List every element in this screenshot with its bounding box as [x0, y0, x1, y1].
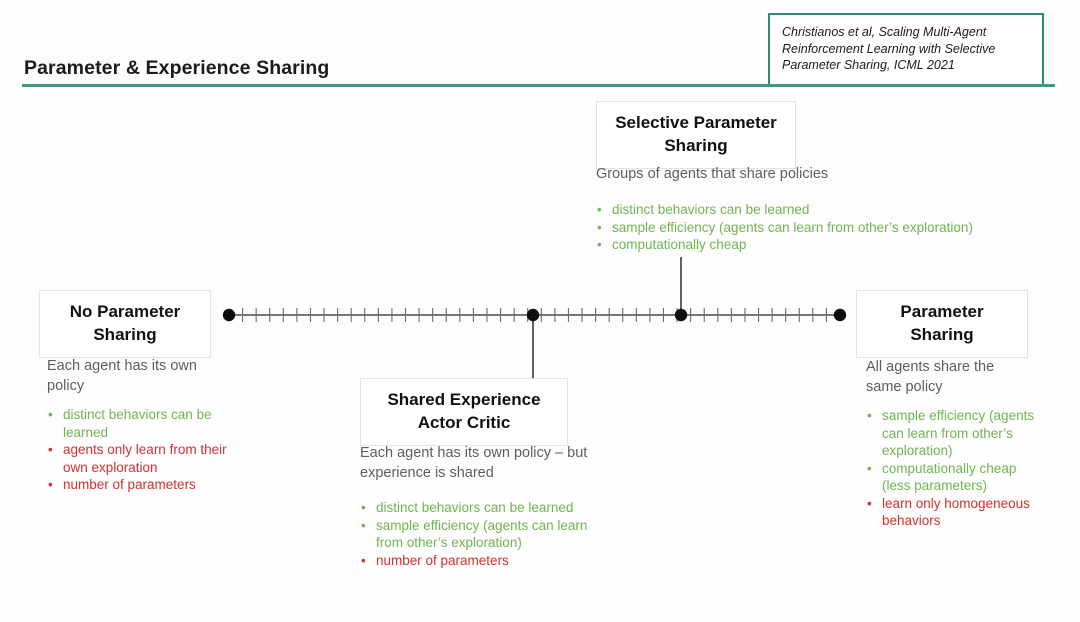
node-box-no-parameter-sharing: No Parameter Sharing — [39, 290, 211, 358]
axis-marker-shared-experience-actor-critic[interactable] — [526, 308, 540, 322]
bullet-dot-icon: • — [48, 477, 53, 492]
citation-line-3: Parameter Sharing, ICML 2021 — [782, 58, 955, 72]
page-title: Parameter & Experience Sharing — [24, 57, 330, 79]
node-title-line-2: Sharing — [664, 136, 728, 155]
bullet-list-shared-experience-actor-critic: • distinct behaviors can be learned • sampl… — [360, 499, 612, 569]
node-description-selective-parameter-sharing: Groups of agents that share policies — [596, 166, 829, 182]
bullet-item: • distinct behaviors can be learned — [596, 201, 1016, 219]
bullet-dot-icon: • — [597, 202, 602, 217]
node-title-line-2: Sharing — [910, 325, 974, 344]
bullet-text: agents only learn from their own explora… — [63, 442, 227, 475]
bullet-text: distinct behaviors can be learned — [376, 500, 574, 515]
bullet-text: number of parameters — [63, 477, 196, 492]
node-title-line-2: Sharing — [93, 325, 157, 344]
bullet-text: computationally cheap — [612, 237, 747, 252]
bullet-item: • sample efficiency (agents can learn fro… — [596, 219, 1016, 237]
node-title-line-1: Shared Experience — [387, 390, 541, 409]
bullet-text: computationally cheap (less parameters) — [882, 460, 1017, 494]
axis-marker-selective-parameter-sharing[interactable] — [674, 308, 688, 322]
citation-line-1: Christianos et al, Scaling Multi-Agent — [782, 25, 987, 39]
bullet-list-parameter-sharing: • sample efficiency (agents can learn fro… — [866, 407, 1036, 530]
bullet-list-selective-parameter-sharing: • distinct behaviors can be learned • sampl… — [596, 201, 1016, 254]
bullet-dot-icon: • — [597, 237, 602, 252]
bullet-dot-icon: • — [48, 407, 53, 422]
bullet-dot-icon: • — [597, 219, 602, 235]
axis-marker-parameter-sharing[interactable] — [833, 308, 847, 322]
bullet-item: • sample efficiency (agents can learn fro… — [866, 407, 1036, 460]
bullet-text: distinct behaviors can be learned — [63, 407, 212, 440]
node-title-line-1: Selective Parameter — [615, 113, 777, 132]
bullet-text: number of parameters — [376, 552, 509, 568]
citation-line-2: Reinforcement Learning with Selective — [782, 41, 996, 56]
bullet-item: • learn only homogeneous behaviors — [866, 495, 1036, 530]
axis-marker-no-parameter-sharing[interactable] — [222, 308, 236, 322]
bullet-text: learn only homogeneous behaviors — [882, 495, 1030, 529]
node-box-selective-parameter-sharing: Selective Parameter Sharing — [596, 101, 796, 169]
bullet-dot-icon: • — [361, 552, 366, 568]
node-box-shared-experience-actor-critic: Shared Experience Actor Critic — [360, 378, 568, 446]
bullet-list-no-parameter-sharing: • distinct behaviors can be learned • agent… — [47, 406, 235, 494]
bullet-text: sample efficiency (agents can learn from… — [882, 408, 1035, 458]
bullet-item: • computationally cheap — [596, 236, 1016, 254]
bullet-text: sample efficiency (agents can learn from… — [612, 219, 973, 235]
title-underline-rule — [22, 84, 1055, 87]
bullet-dot-icon: • — [361, 500, 366, 515]
bullet-item: • distinct behaviors can be learned — [360, 499, 612, 517]
bullet-dot-icon: • — [867, 495, 872, 511]
bullet-dot-icon: • — [867, 460, 872, 476]
bullet-item: • sample efficiency (agents can learn fro… — [360, 517, 612, 552]
node-description-shared-experience-actor-critic: Each agent has its own policy – but expe… — [360, 445, 588, 481]
bullet-text: sample efficiency (agents can learn from… — [376, 517, 588, 551]
bullet-text: distinct behaviors can be learned — [612, 202, 810, 217]
node-title-line-1: No Parameter — [69, 302, 181, 321]
bullet-dot-icon: • — [867, 408, 872, 423]
bullet-item: • distinct behaviors can be learned — [47, 406, 235, 441]
bullet-item: • number of parameters — [360, 552, 612, 570]
node-title-line-1: Parameter — [900, 302, 984, 321]
bullet-item: • number of parameters — [47, 476, 235, 494]
citation-box: Christianos et al, Scaling Multi-Agent R… — [768, 13, 1044, 86]
bullet-item: • computationally cheap (less parameters) — [866, 460, 1036, 495]
bullet-item: • agents only learn from their own explor… — [47, 441, 235, 476]
node-box-parameter-sharing: Parameter Sharing — [856, 290, 1028, 358]
node-title-line-2: Actor Critic — [417, 413, 511, 432]
node-description-parameter-sharing: All agents share the same policy — [866, 359, 995, 395]
bullet-dot-icon: • — [361, 517, 366, 533]
bullet-dot-icon: • — [48, 442, 53, 457]
node-description-no-parameter-sharing: Each agent has its own policy — [47, 358, 197, 394]
